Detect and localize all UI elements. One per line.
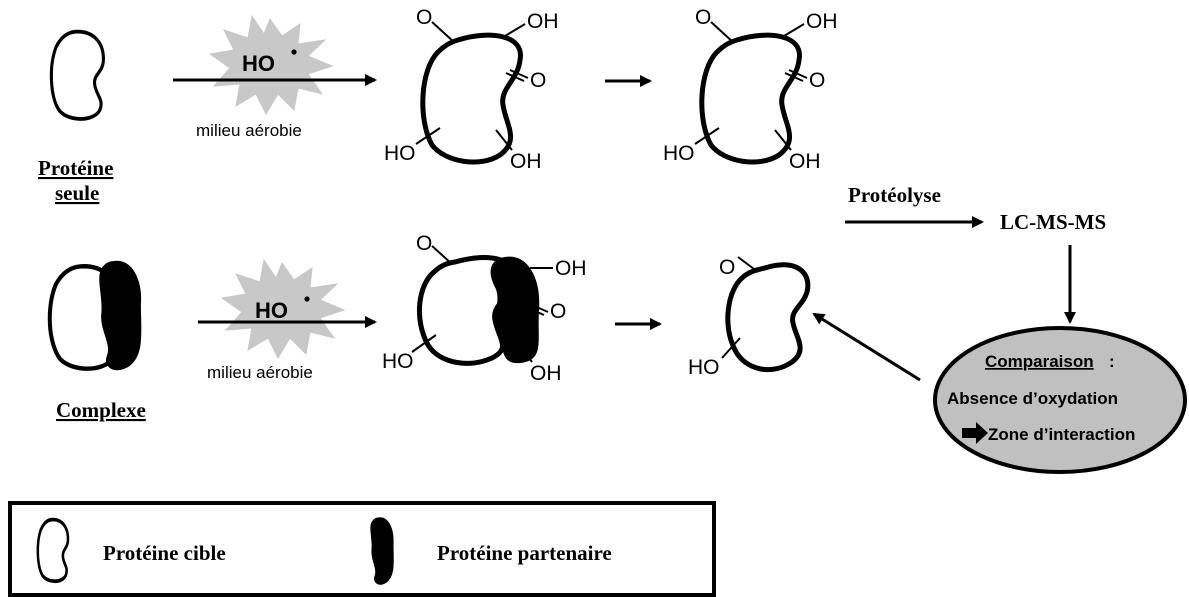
chem-o-3b: O (550, 300, 566, 323)
radical-dot-bottom (304, 296, 310, 302)
chem-oh-3b: OH (530, 362, 562, 385)
label-proteolysis: Protéolyse (848, 183, 941, 207)
legend-partner-label: Protéine partenaire (437, 541, 612, 565)
legend-box: Protéine cible Protéine partenaire (8, 501, 716, 597)
thick-arrow-icon (962, 422, 988, 444)
chem-oh-1a: OH (527, 10, 559, 33)
chem-oh-1b: OH (510, 150, 542, 173)
comparison-line2: Zone d’interaction (988, 425, 1135, 444)
chem-ho-2: HO (663, 142, 695, 165)
chem-oh-3a: OH (555, 257, 587, 280)
condition-label-bottom: milieu aérobie (207, 363, 313, 382)
legend-target-label: Protéine cible (103, 541, 226, 565)
target-protein-alone-shape (49, 29, 106, 121)
comparison-title: Comparaison (985, 352, 1094, 371)
comparison-ellipse: Comparaison : Absence d’oxydation Zone d… (933, 326, 1187, 474)
chem-ho-3: HO (382, 350, 414, 373)
label-complex: Complexe (56, 398, 146, 422)
oxidized-protein-2: O OH O HO OH (663, 6, 838, 173)
radical-dot-top (291, 49, 297, 55)
label-protein-alone-1: Protéine (38, 156, 113, 180)
condition-label-top: milieu aérobie (196, 121, 302, 140)
comparison-colon: : (1109, 352, 1115, 371)
arrow-comparison-to-protein (812, 312, 921, 382)
complex-shape (50, 260, 142, 370)
radical-label-top: HO (242, 51, 275, 76)
chem-ho-4: HO (688, 356, 720, 379)
oxidized-complex: O OH O HO OH (382, 232, 587, 385)
radical-label-bottom: HO (255, 298, 288, 323)
oxidized-protein-1: O OH O HO OH (384, 6, 559, 173)
chem-o-4: O (719, 256, 735, 279)
chem-ho-1: HO (384, 142, 416, 165)
label-protein-alone-2: seule (55, 181, 99, 205)
final-oxidized-protein: O HO (688, 256, 811, 379)
chem-o-1b: O (530, 69, 546, 92)
chem-o-3a: O (416, 232, 432, 255)
label-lc-ms-ms: LC-MS-MS (1000, 210, 1106, 234)
chem-o-1a: O (416, 6, 432, 29)
chem-o-2a: O (695, 6, 711, 29)
chem-oh-2b: OH (789, 150, 821, 173)
chem-o-2b: O (809, 69, 825, 92)
chem-oh-2a: OH (806, 10, 838, 33)
comparison-line1: Absence d’oxydation (947, 389, 1118, 408)
